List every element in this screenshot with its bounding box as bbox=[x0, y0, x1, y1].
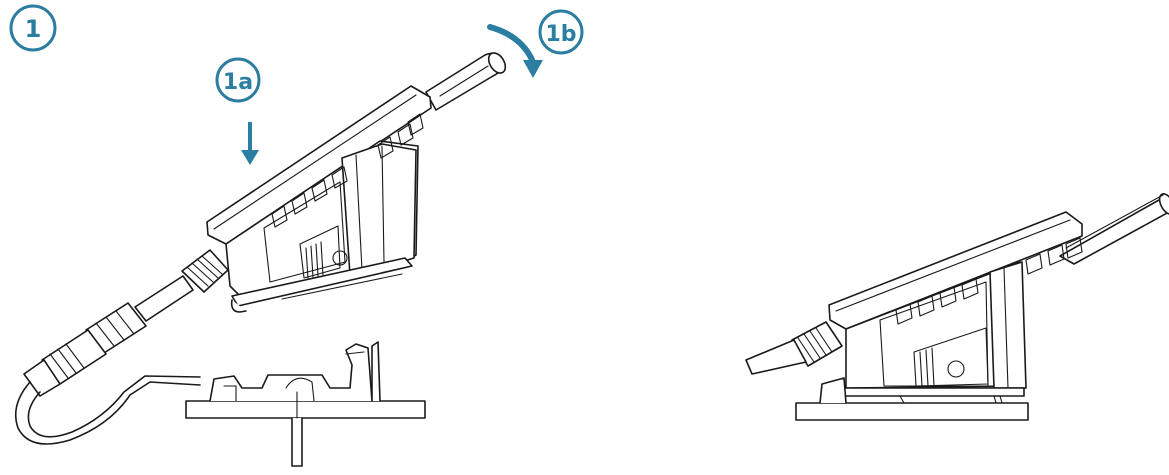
arrow-down-icon bbox=[241, 122, 259, 165]
callout-step-1a: 1a bbox=[215, 57, 261, 103]
rotate-clockwise-icon bbox=[487, 24, 543, 78]
callout-step-1-label: 1 bbox=[25, 15, 42, 43]
callout-step-1b-label: 1b bbox=[545, 22, 576, 47]
cable-and-connector bbox=[14, 275, 201, 445]
mounting-bracket-installed bbox=[795, 377, 1029, 421]
callout-step-1b: 1b bbox=[538, 9, 584, 55]
sensor-unit-installed bbox=[745, 193, 1169, 397]
callout-step-1: 1 bbox=[9, 4, 57, 52]
callout-step-1a-label: 1a bbox=[223, 70, 253, 95]
mounting-bracket bbox=[185, 341, 426, 467]
sensor-unit-tilted bbox=[181, 52, 507, 313]
